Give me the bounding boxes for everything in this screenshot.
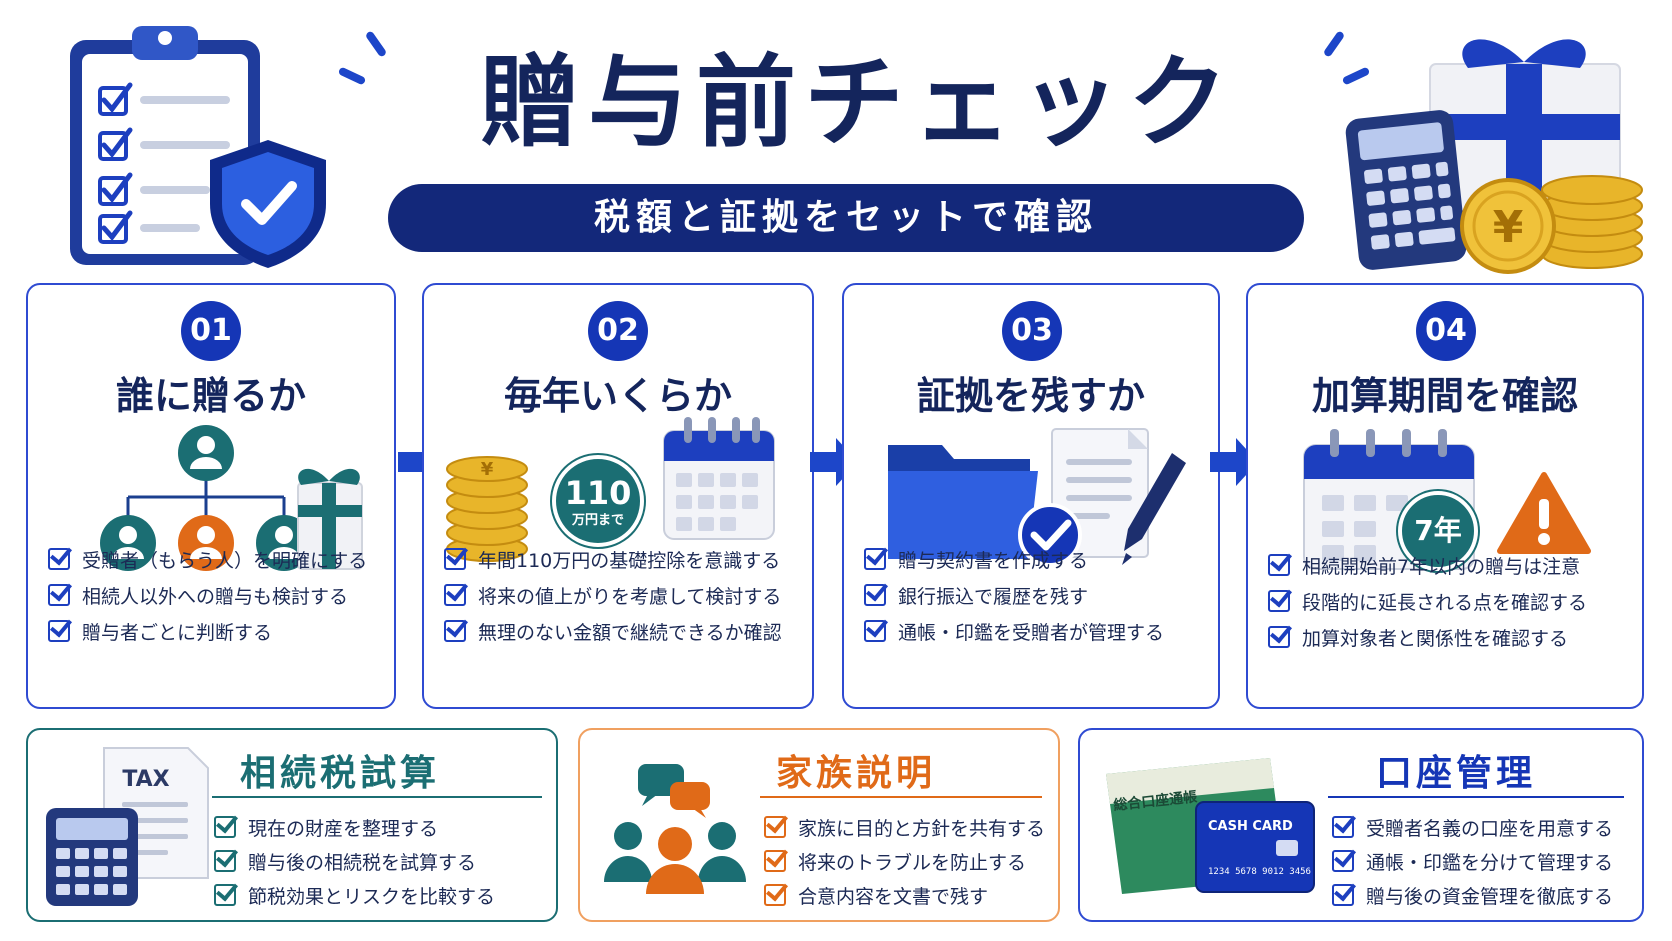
card-title: 口座管理 (1376, 753, 1537, 794)
family-discussion-icon (604, 764, 746, 894)
checkbox-checked-icon (214, 884, 236, 906)
step-card-2: 02 毎年いくらか ¥ 110 万円まで 年間110万円の基礎控除を意識する 将… (422, 283, 814, 709)
tax-calculator-icon: TAX (46, 747, 209, 906)
step-checklist: 受贈者（もらう人）を明確にする 相続人以外への贈与も検討する 贈与者ごとに判断す… (48, 541, 367, 649)
step-title: 毎年いくらか (503, 374, 732, 418)
step-number-badge: 01 (181, 301, 241, 361)
checklist-item: 贈与後の相続税を試算する (214, 844, 495, 878)
checklist-item: 将来の値上がりを考慮して検討する (444, 577, 782, 613)
card-title: 相続税試算 (240, 753, 441, 794)
folder-document-pen-icon (888, 428, 1186, 567)
title-divider (760, 796, 1042, 798)
checklist-item: 贈与後の資金管理を徹底する (1332, 878, 1613, 912)
calendar-icon (663, 417, 775, 540)
account-management-card: 総合口座通帳 CASH CARD 1234 5678 9012 3456 口座管… (1078, 728, 1644, 922)
checkbox-checked-icon (48, 548, 70, 570)
card-checklist: 受贈者名義の口座を用意する 通帳・印鑑を分けて管理する 贈与後の資金管理を徹底す… (1332, 810, 1613, 912)
checkbox-checked-icon (764, 850, 786, 872)
tax-simulation-card: TAX 相続税試算 現在の財産を整理する 贈与後の相続税を試算する 節税効果とリ… (26, 728, 558, 922)
checklist-item: 銀行振込で履歴を残す (864, 577, 1164, 613)
checklist-item: 節税効果とリスクを比較する (214, 878, 495, 912)
step-title: 証拠を残すか (916, 374, 1145, 418)
svg-text:¥: ¥ (1493, 202, 1524, 253)
checkbox-checked-icon (1332, 816, 1354, 838)
title-divider (1328, 796, 1624, 798)
checklist-item: 無理のない金額で継続できるか確認 (444, 613, 782, 649)
checkbox-checked-icon (864, 620, 886, 642)
checkbox-checked-icon (48, 584, 70, 606)
checkbox-checked-icon (48, 620, 70, 642)
amount-badge: 110 万円まで (552, 455, 644, 547)
page-subtitle: 税額と証拠をセットで確認 (388, 184, 1304, 252)
step-title: 誰に贈るか (115, 374, 306, 418)
checkbox-checked-icon (1268, 626, 1290, 648)
checklist-item: 合意内容を文書で残す (764, 878, 1045, 912)
sparkle-icon (337, 66, 367, 86)
step-card-1: 01 誰に贈るか 受贈者（もらう人）を明確にする 相続人以外への贈与も検討する … (26, 283, 396, 709)
checklist-item: 加算対象者と関係性を確認する (1268, 619, 1587, 655)
checklist-item: 段階的に延長される点を確認する (1268, 583, 1587, 619)
checklist-item: 現在の財産を整理する (214, 810, 495, 844)
checkbox-checked-icon (864, 584, 886, 606)
checklist-item: 受贈者（もらう人）を明確にする (48, 541, 367, 577)
checkbox-checked-icon (1268, 590, 1290, 612)
checkbox-checked-icon (1332, 884, 1354, 906)
step-checklist: 贈与契約書を作成する 銀行振込で履歴を残す 通帳・印鑑を受贈者が管理する (864, 541, 1164, 649)
step-number-badge: 02 (588, 301, 648, 361)
family-tree-icon (100, 425, 363, 571)
gift-calculator-coins-icon: ¥ (1345, 39, 1643, 274)
step-title: 加算期間を確認 (1311, 374, 1578, 418)
step-checklist: 年間110万円の基礎控除を意識する 将来の値上がりを考慮して検討する 無理のない… (444, 541, 782, 649)
step-checklist: 相続開始前7年以内の贈与は注意 段階的に延長される点を確認する 加算対象者と関係… (1268, 547, 1587, 655)
card-title: 家族説明 (776, 753, 937, 794)
checkbox-checked-icon (444, 548, 466, 570)
passbook-cashcard-icon: 総合口座通帳 CASH CARD 1234 5678 9012 3456 (1106, 758, 1315, 894)
checkbox-checked-icon (1268, 554, 1290, 576)
sparkle-icon (364, 30, 388, 58)
checklist-item: 相続人以外への贈与も検討する (48, 577, 367, 613)
checklist-item: 年間110万円の基礎控除を意識する (444, 541, 782, 577)
title-divider (212, 796, 542, 798)
checklist-item: 通帳・印鑑を分けて管理する (1332, 844, 1613, 878)
step-card-3: 03 証拠を残すか 贈与契約書を作成する 銀行振込で履歴を残す 通帳・印鑑を受贈… (842, 283, 1220, 709)
clipboard-shield-icon (70, 26, 326, 268)
step-card-4: 04 加算期間を確認 7年 相続開始前7年以内の贈与は注意 段階的に延長される点… (1246, 283, 1644, 709)
checklist-item: 贈与者ごとに判断する (48, 613, 367, 649)
card-checklist: 家族に目的と方針を共有する 将来のトラブルを防止する 合意内容を文書で残す (764, 810, 1045, 912)
family-explanation-card: 家族説明 家族に目的と方針を共有する 将来のトラブルを防止する 合意内容を文書で… (578, 728, 1060, 922)
checkbox-checked-icon (444, 620, 466, 642)
checkbox-checked-icon (1332, 850, 1354, 872)
checklist-item: 相続開始前7年以内の贈与は注意 (1268, 547, 1587, 583)
checkbox-checked-icon (764, 816, 786, 838)
coin-stack-icon: ¥ (446, 456, 528, 562)
svg-text:CASH CARD: CASH CARD (1208, 819, 1293, 834)
svg-text:¥: ¥ (481, 459, 494, 480)
page-title: 贈与前チェック (480, 44, 1236, 161)
warning-icon (1497, 472, 1591, 554)
step-number-badge: 03 (1002, 301, 1062, 361)
checklist-item: 通帳・印鑑を受贈者が管理する (864, 613, 1164, 649)
checkbox-checked-icon (764, 884, 786, 906)
checkbox-checked-icon (214, 850, 236, 872)
checkbox-checked-icon (214, 816, 236, 838)
svg-text:1234 5678 9012 3456: 1234 5678 9012 3456 (1208, 867, 1311, 877)
checklist-item: 受贈者名義の口座を用意する (1332, 810, 1613, 844)
card-checklist: 現在の財産を整理する 贈与後の相続税を試算する 節税効果とリスクを比較する (214, 810, 495, 912)
checklist-item: 将来のトラブルを防止する (764, 844, 1045, 878)
step-number-badge: 04 (1416, 301, 1476, 361)
checklist-item: 贈与契約書を作成する (864, 541, 1164, 577)
checkbox-checked-icon (864, 548, 886, 570)
checklist-item: 家族に目的と方針を共有する (764, 810, 1045, 844)
period-badge: 7年 (1398, 491, 1478, 571)
checkbox-checked-icon (444, 584, 466, 606)
svg-text:TAX: TAX (122, 767, 169, 792)
